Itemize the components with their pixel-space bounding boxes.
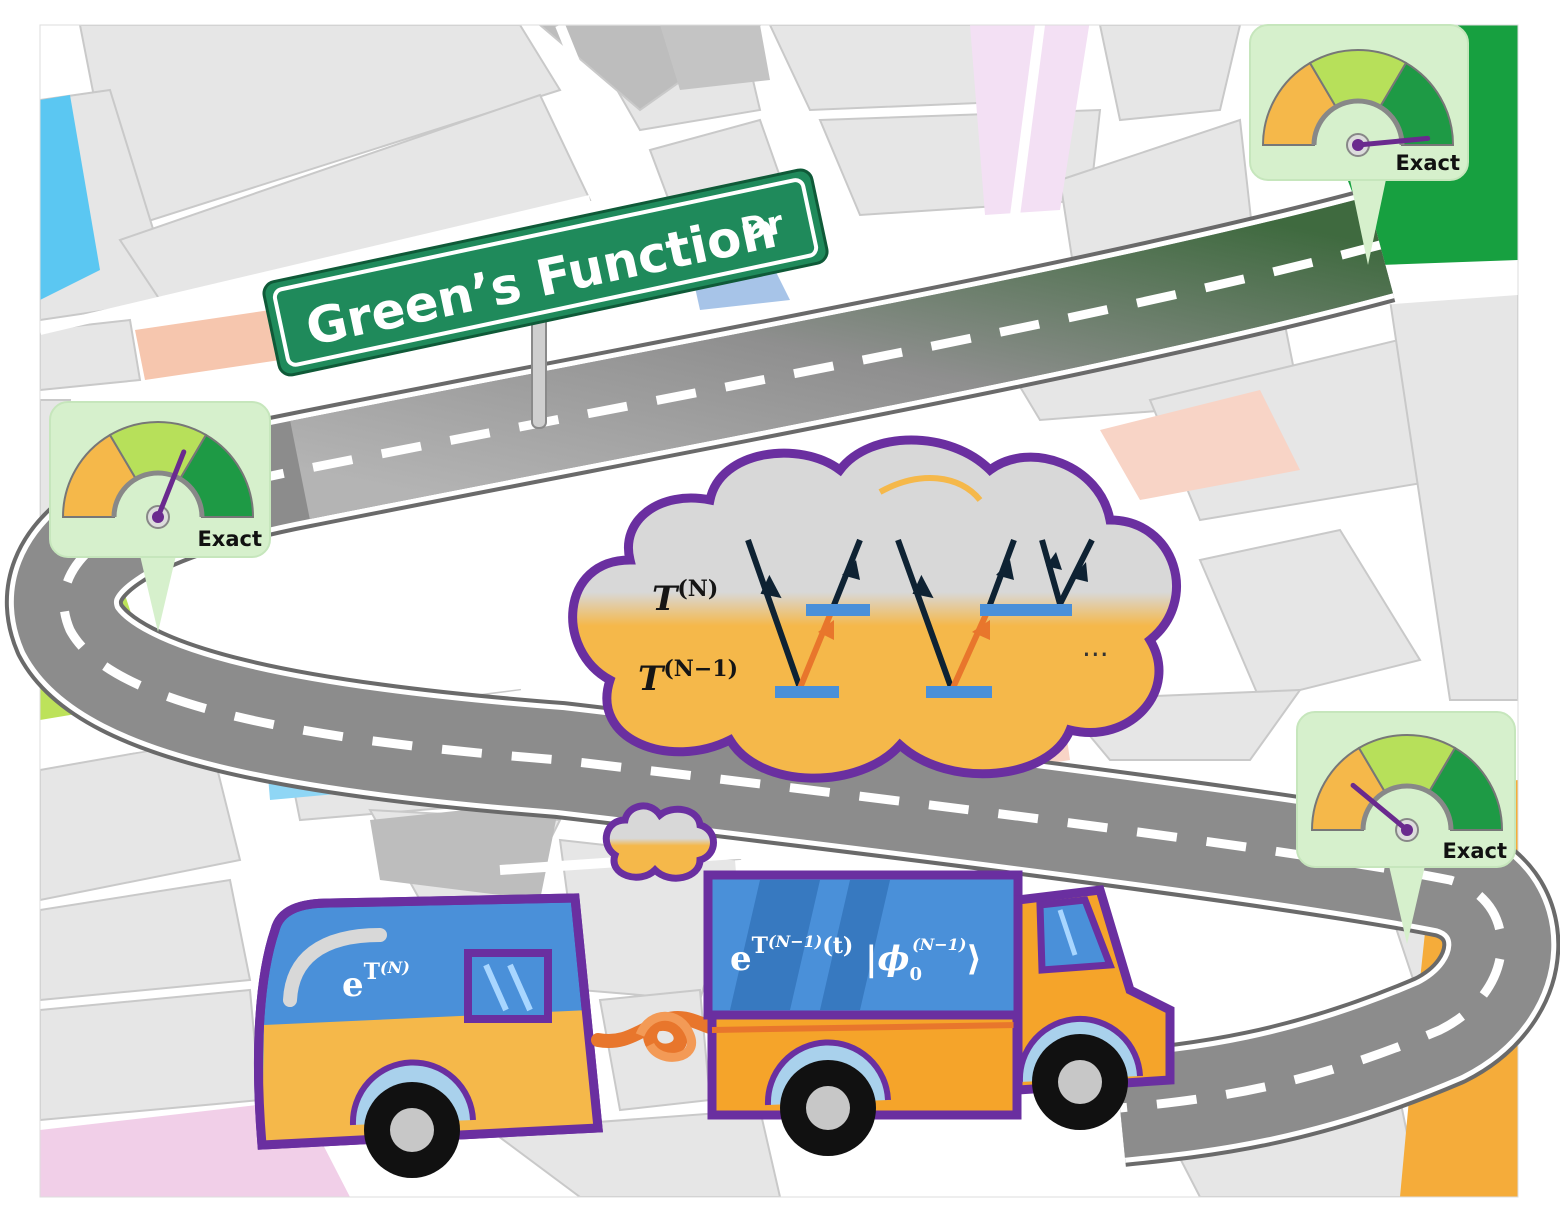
arrow-head-icon xyxy=(996,560,1014,580)
gauge-pin-right: Exact xyxy=(1296,711,1516,944)
gauge-label: Exact xyxy=(197,527,262,551)
label-t-n-minus-1: T(N−1) xyxy=(638,656,738,699)
truck-operator-label: eT(N−1)(t) |ϕ0(N−1)⟩ xyxy=(730,932,982,985)
pin-pointer xyxy=(138,547,178,632)
ellipsis: ··· xyxy=(1082,638,1109,671)
excitation-diagram-1 xyxy=(745,538,870,698)
gauge-dial xyxy=(61,421,255,529)
level-bar-bottom xyxy=(926,686,992,698)
diagram-line xyxy=(745,539,803,689)
diagram-line xyxy=(895,538,955,692)
trailer-operator-label: eT(N) xyxy=(342,958,410,1005)
level-bar-bottom xyxy=(775,686,839,698)
arrow-head-icon xyxy=(760,574,782,599)
trailer: eT(N) xyxy=(253,893,603,1178)
diagram-arrow-line xyxy=(797,608,835,690)
thought-cloud: T(N) T(N−1) ··· xyxy=(568,435,1181,783)
gauge-dial xyxy=(1310,734,1504,842)
label-t-n: T(N) xyxy=(652,576,718,619)
gauge-pins: Exact Exact xyxy=(49,24,1516,944)
level-bar-top xyxy=(806,604,870,616)
sign-street-suffix: Dr xyxy=(737,203,787,249)
cloud-body xyxy=(568,435,1181,783)
gauge-label: Exact xyxy=(1395,151,1460,175)
pin-pointer xyxy=(1387,857,1427,944)
small-thought-cloud xyxy=(602,802,717,882)
diagram-arrow-line xyxy=(949,608,991,692)
excitation-diagram-2 xyxy=(895,538,1095,698)
diagram-line xyxy=(1057,538,1095,606)
gauge-pin-left: Exact xyxy=(49,401,271,632)
gauge-needle xyxy=(1355,135,1431,148)
arrow-head-icon xyxy=(1046,552,1062,570)
arrow-head-icon xyxy=(912,574,934,599)
gauge-needle xyxy=(155,449,187,520)
level-bar-top xyxy=(980,604,1072,616)
gauge-pin-top-right: Exact xyxy=(1249,24,1469,265)
arrow-head-icon xyxy=(1072,562,1088,582)
arrow-head-icon xyxy=(972,620,990,640)
sign-board xyxy=(262,168,829,377)
truck-window xyxy=(1036,896,1115,974)
gauge-needle xyxy=(1350,782,1410,833)
arrow-head-icon xyxy=(842,560,860,580)
winding-road xyxy=(4,188,1560,1167)
diagram-line xyxy=(1039,539,1063,605)
tow-rope-knot xyxy=(591,1011,732,1062)
gauge-label: Exact xyxy=(1442,839,1507,863)
truck: eT(N−1)(t) |ϕ0(N−1)⟩ xyxy=(703,870,1175,1156)
arrow-head-icon xyxy=(818,620,834,640)
pin-pointer xyxy=(1348,170,1388,265)
gauge-dial xyxy=(1261,49,1455,157)
